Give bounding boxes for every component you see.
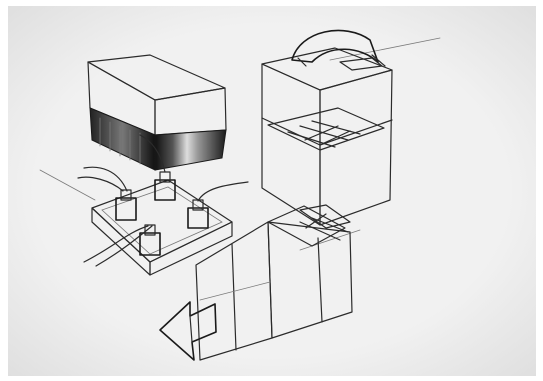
pencil-sketch (0, 0, 543, 381)
sketch-sheet (0, 0, 543, 381)
